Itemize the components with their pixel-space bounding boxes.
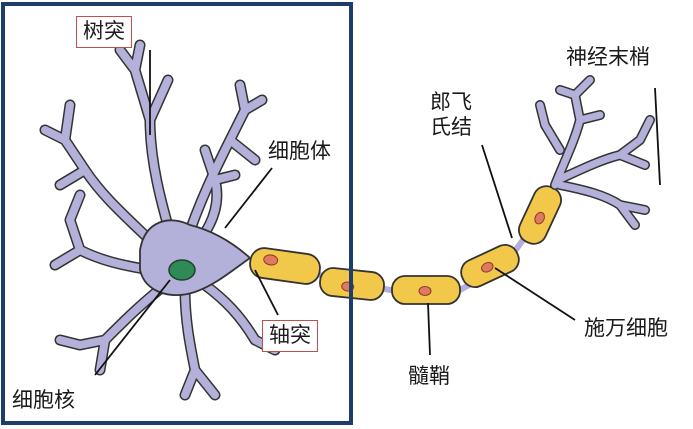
dendrite-label: 树突 xyxy=(76,16,132,48)
schwann-cell xyxy=(460,244,520,288)
schwann-nucleus xyxy=(534,211,545,225)
nerve-ending-label: 神经末梢 xyxy=(566,45,650,69)
schwann-cell xyxy=(518,185,562,245)
dendrites-fill xyxy=(41,41,279,399)
cell-body-label: 细胞体 xyxy=(268,139,331,163)
ranvier-node-label: 郎飞 氏结 xyxy=(430,92,472,138)
schwann-nucleus xyxy=(481,261,494,273)
nucleus xyxy=(168,259,196,281)
schwann-nucleus xyxy=(418,286,432,296)
myelin-sheath-label: 髓鞘 xyxy=(408,364,450,388)
leader-lines xyxy=(94,50,661,376)
nerve-endings-fill xyxy=(536,76,654,229)
cell-body xyxy=(139,219,252,296)
schwann-cell xyxy=(249,247,321,285)
schwann-cell xyxy=(391,275,461,305)
nucleus-label: 细胞核 xyxy=(12,388,75,412)
axon-label: 轴突 xyxy=(262,320,318,352)
ranvier-node-label-line2: 氏结 xyxy=(430,115,472,139)
soma-frame xyxy=(1,2,353,425)
schwann-nucleus xyxy=(263,254,279,266)
ranvier-node-label-line1: 郎飞 xyxy=(430,90,472,114)
schwann-cell-label: 施万细胞 xyxy=(584,316,668,340)
